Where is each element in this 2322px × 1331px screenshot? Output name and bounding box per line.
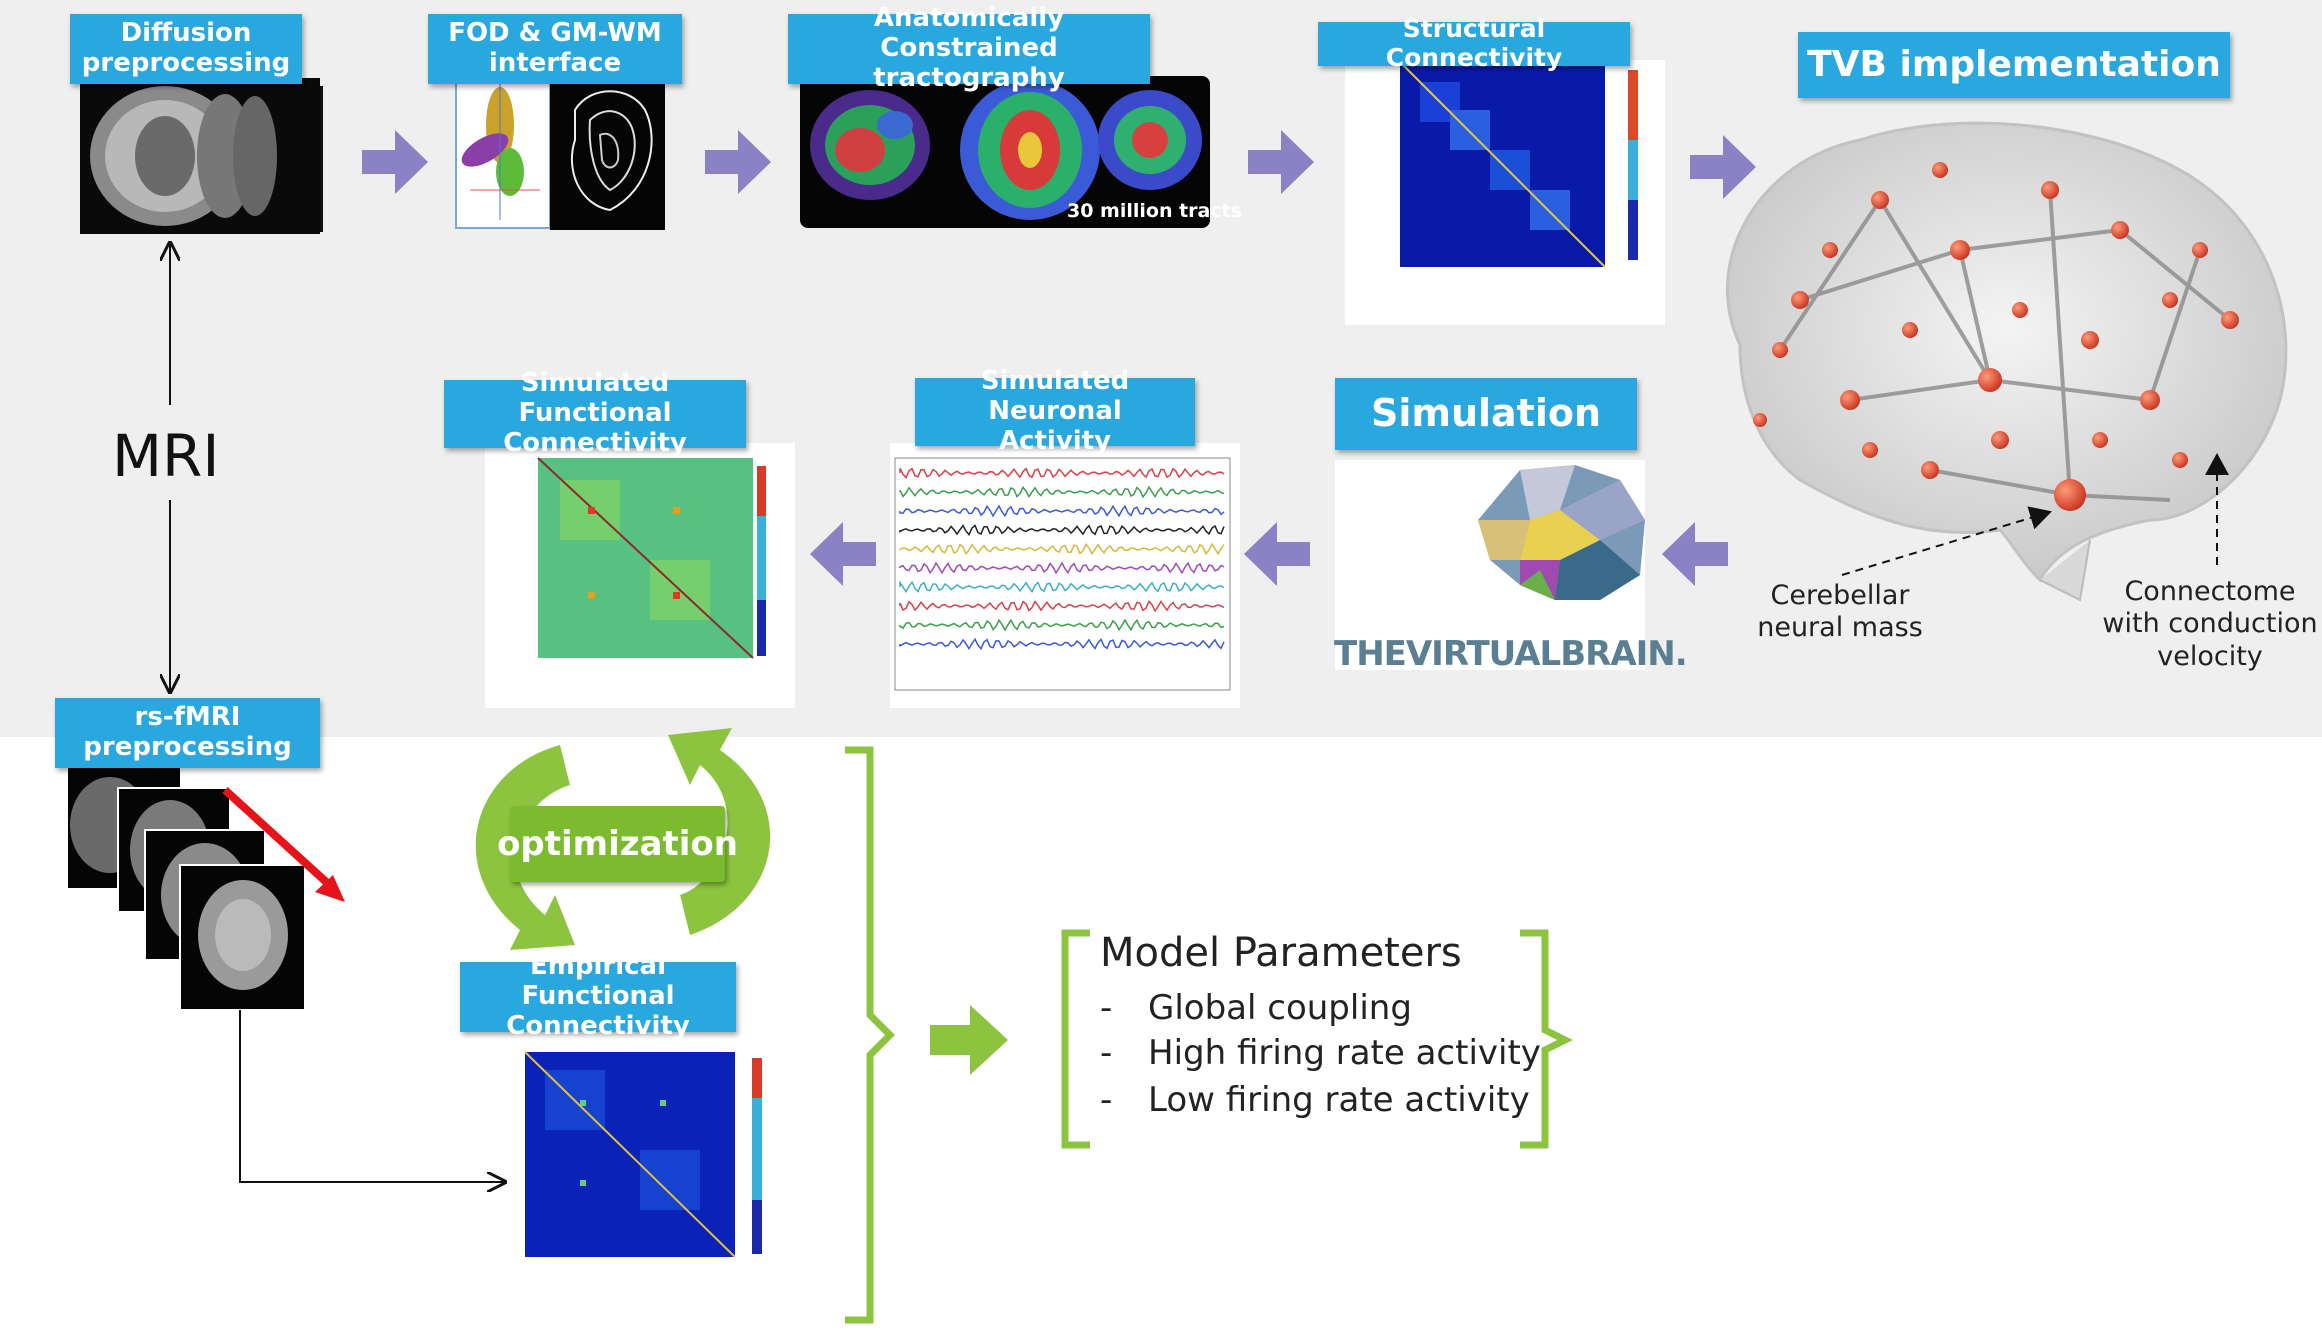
param-bullet-2: - [1100,1033,1113,1073]
param-bullet-1: - [1100,988,1113,1028]
simulation-brain-image [1335,460,1645,670]
tvb-brain-connectome [1725,121,2288,602]
neuronal-trace [899,542,1225,556]
arrow-to-parameters [930,1005,1008,1075]
gm-wm-interface-image [550,70,665,230]
tvb-logo: THEVIRTUALBRAIN. [1334,634,1688,674]
cerebellar-annotation: Cerebellar neural mass [1757,580,1923,644]
label-simulated-fc: Simulated Functional Connectivity [444,368,746,458]
simulated-fc-matrix [485,443,795,708]
optimization-loop [475,728,771,950]
arrow-diffusion-to-fod [362,130,428,194]
arrow-neuronal-to-fc [810,522,876,586]
param-bullet-3: - [1100,1080,1113,1120]
label-empirical-fc: Empirical Functional Connectivity [460,951,736,1041]
neuronal-trace [899,485,1225,499]
neuronal-trace [899,618,1225,632]
label-fod-gm-wm: FOD & GM-WM interface [428,14,682,84]
label-structural-connectivity: Structural Connectivity [1318,14,1630,72]
param-high-firing: High firing rate activity [1148,1033,1541,1073]
empirical-fc-matrix [455,1040,800,1330]
neuronal-trace [899,467,1225,479]
fod-glyph-image [455,69,551,229]
diffusion-image-stack [80,78,323,234]
param-low-firing: Low firing rate activity [1148,1080,1530,1120]
flow-arrows [362,130,1756,586]
param-global-coupling: Global coupling [1148,988,1412,1028]
neuronal-trace [899,524,1225,536]
model-braces [845,746,1573,1324]
label-simulation: Simulation [1335,378,1637,450]
neuronal-trace [899,561,1225,575]
label-rsfmri-preprocessing: rs-fMRI preprocessing [55,698,320,768]
arrow-simulation-to-neuronal [1244,522,1310,586]
tractography-images [800,76,1210,228]
label-simulated-neuronal: Simulated Neuronal Activity [915,366,1195,456]
structural-connectivity-matrix [1345,60,1665,325]
mri-label: MRI [112,422,220,490]
neuronal-trace [899,599,1225,613]
neuronal-trace [899,504,1225,518]
model-parameters-title: Model Parameters [1100,930,1462,976]
neuronal-trace [899,637,1225,651]
label-tvb-implementation: TVB implementation [1798,32,2230,98]
simulated-neuronal-traces [890,443,1240,708]
optimization-badge: optimization [497,806,738,882]
arrow-tvb-to-simulation [1662,522,1728,586]
rsfmri-to-empirical-line [239,1010,505,1182]
tract-count: 30 million tracts [1067,200,1243,222]
neuronal-trace [899,580,1225,594]
arrow-sc-to-tvb [1690,135,1756,199]
label-act: Anatomically Constrained tractography [788,3,1150,93]
label-diffusion-preprocessing: Diffusion preprocessing [70,14,302,84]
connectome-annotation: Connectome with conduction velocity [2102,576,2318,672]
arrow-fod-to-act [705,130,771,194]
arrow-act-to-sc [1248,130,1314,194]
rsfmri-image-stack [68,768,345,1011]
